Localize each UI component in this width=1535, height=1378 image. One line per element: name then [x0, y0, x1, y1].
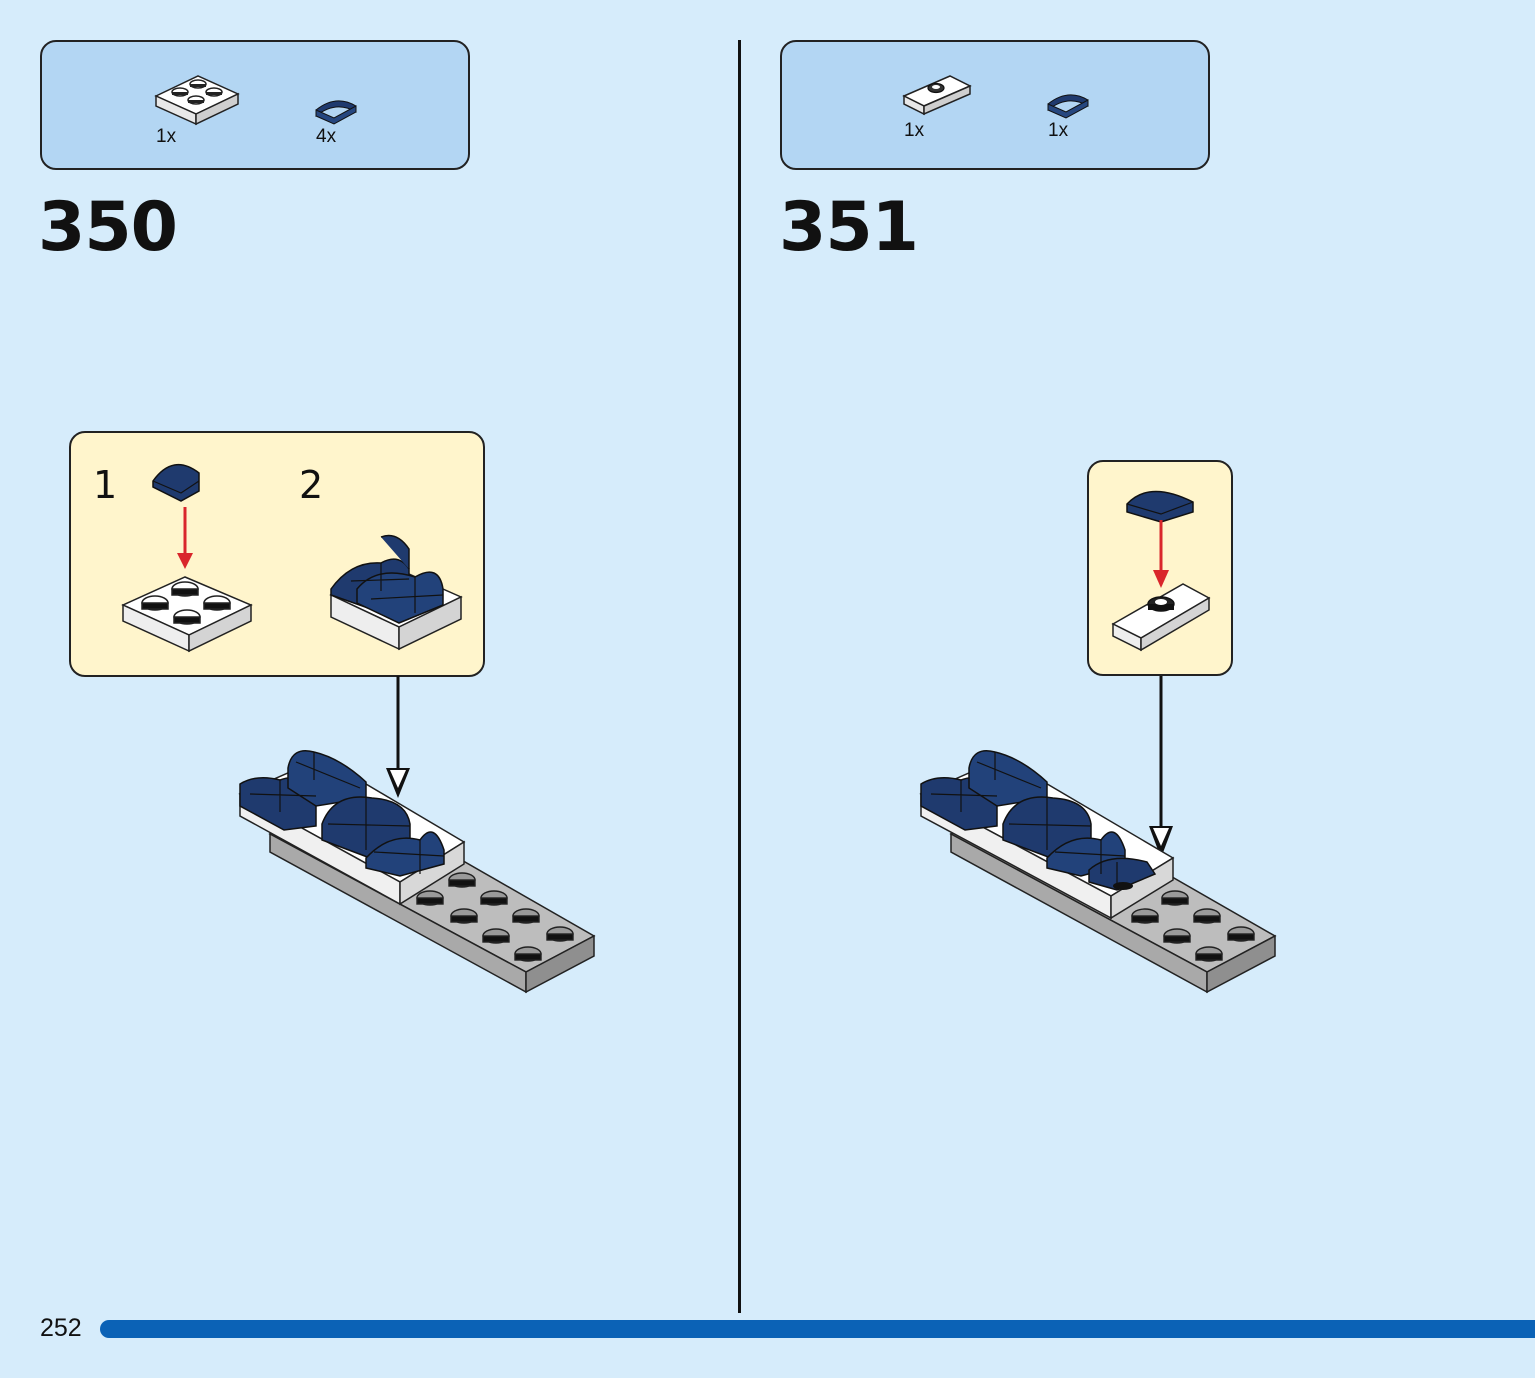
step-350: 1x 4x 350 1 2 [0, 0, 740, 1310]
page-number: 252 [40, 1314, 82, 1342]
parts-list-box: 1x 4x [40, 40, 470, 170]
part-qty: 1x [156, 126, 177, 147]
parts-list-box: 1x 1x [780, 40, 1210, 170]
step-number: 351 [779, 188, 919, 267]
step-351: 1x 1x 351 [741, 0, 1481, 1310]
part-qty: 4x [316, 126, 337, 147]
dark-blue-quarter-tile-icon [1046, 90, 1092, 120]
step-number: 350 [38, 188, 178, 267]
substep-number: 2 [299, 463, 324, 507]
substep-2-illustration [329, 534, 463, 651]
page-progress-bar [100, 1320, 1535, 1338]
model-assembly-illustration [238, 750, 596, 994]
column-divider [738, 40, 741, 1313]
callout-illustration [1111, 490, 1211, 652]
dark-blue-quarter-tile-icon [314, 96, 360, 126]
white-2x2-plate-icon [154, 66, 240, 126]
sub-assembly-callout: 1 2 [69, 431, 485, 677]
substep-number: 1 [93, 463, 118, 507]
callout-connector-arrow [1149, 676, 1173, 858]
model-assembly-illustration [919, 750, 1277, 994]
part-qty: 1x [1048, 120, 1069, 141]
white-1x2-jumper-plate-icon [902, 72, 972, 118]
part-qty: 1x [904, 120, 925, 141]
substep-1-illustration [121, 464, 253, 653]
callout-connector-arrow [386, 676, 410, 798]
sub-assembly-callout [1087, 460, 1233, 676]
